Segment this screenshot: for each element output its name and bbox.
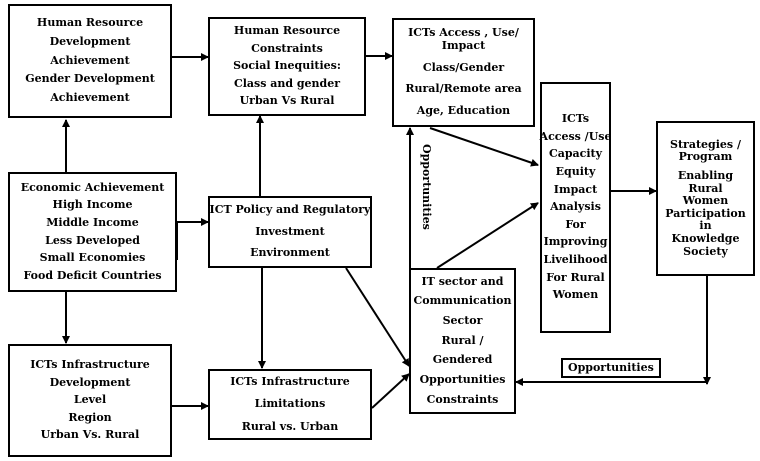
opportunities-tag: Opportunities (561, 358, 661, 378)
box-line: Sector (442, 314, 483, 328)
box-hr-constraints: Human Resource Constraints Social Inequi… (208, 17, 366, 116)
box-line: Gendered (432, 353, 493, 367)
box-line: Limitations (254, 397, 326, 411)
box-line: Communication (413, 294, 512, 308)
box-line: Livelihood (543, 253, 608, 267)
box-line: Development (49, 375, 131, 389)
box-line: ICTs (561, 111, 590, 125)
box-line: Food Deficit Countries (23, 268, 162, 282)
box-line: Participation (665, 206, 746, 220)
box-line: Enabling (677, 168, 734, 182)
box-line: Opportunities (419, 372, 506, 386)
box-line: Impact (441, 39, 486, 53)
box-line: Analysis (550, 200, 601, 214)
box-line: High Income (52, 198, 133, 212)
box-line: For Rural (546, 270, 605, 284)
arrow-infra-limits-to-it-sector (371, 373, 410, 409)
box-line: Gender Development (25, 72, 155, 86)
box-line: Level (73, 393, 107, 407)
box-icts-analysis: ICTs Access /Use Capacity Equity Impact … (540, 82, 611, 333)
box-line: Improving (543, 235, 608, 249)
box-line: Environment (250, 246, 330, 260)
box-line: Economic Achievement (20, 180, 165, 194)
box-line: Rural vs. Urban (241, 419, 339, 433)
box-line: Achievement (50, 90, 130, 104)
box-line: Society (683, 244, 728, 258)
box-line: Access /Use (539, 129, 612, 143)
box-line: Program (678, 150, 733, 164)
box-line: IT sector and (421, 274, 504, 288)
box-line: Class and gender (233, 76, 341, 90)
opportunities-vertical-label: Opportunities (420, 144, 433, 230)
box-line: Women (552, 288, 599, 302)
box-line: Achievement (50, 53, 130, 67)
box-line: Rural / (441, 333, 484, 347)
box-line: Rural/Remote area (405, 82, 522, 96)
box-line: Rural (688, 181, 723, 195)
box-ict-policy: ICT Policy and Regulatory Investment Env… (208, 196, 372, 268)
box-line: Small Economies (39, 251, 146, 265)
box-line: Class/Gender (422, 60, 505, 74)
box-line: Women (682, 194, 729, 208)
box-line: Equity (555, 164, 596, 178)
box-icts-infra-development: ICTs Infrastructure Development Level Re… (8, 344, 172, 457)
box-line: Human Resource (233, 23, 341, 37)
box-economic-achievement: Economic Achievement High Income Middle … (8, 172, 177, 292)
box-strategies: Strategies / Program Enabling Rural Wome… (656, 121, 755, 276)
box-line: Middle Income (46, 215, 139, 229)
arrow-economic-to-policy (176, 218, 209, 260)
arrow-icts-access-to-analysis (429, 127, 539, 167)
box-icts-infra-limitations: ICTs Infrastructure Limitations Rural vs… (208, 369, 372, 440)
box-line: Urban Vs Rural (239, 94, 335, 108)
box-line: ICT Policy and Regulatory (209, 203, 371, 217)
box-line: Region (68, 410, 112, 424)
box-line: ICTs Access , Use/ (408, 26, 519, 40)
box-line: Development (49, 35, 131, 49)
box-line: ICTs Infrastructure (30, 357, 150, 371)
box-line: Human Resource (36, 16, 144, 30)
box-line: Urban Vs. Rural (40, 428, 140, 442)
box-line: Constraints (251, 41, 323, 55)
box-line: Capacity (548, 147, 603, 161)
box-line: Age, Education (416, 103, 511, 117)
arrow-policy-to-it-sector (345, 267, 410, 367)
arrow-it-sector-to-analysis (436, 202, 539, 269)
box-line: Constraints (426, 392, 499, 406)
box-line: Strategies / (670, 137, 741, 151)
box-line: in (699, 219, 712, 233)
box-line: Impact (553, 182, 598, 196)
box-hr-development: Human Resource Development Achievement G… (8, 4, 172, 118)
box-line: Investment (255, 224, 325, 238)
box-it-sector: IT sector and Communication Sector Rural… (409, 268, 516, 414)
box-line: ICTs Infrastructure (230, 374, 350, 388)
box-line: Less Developed (45, 233, 140, 247)
box-line: Knowledge (671, 232, 740, 246)
box-line: For (565, 217, 586, 231)
box-icts-access-impact: ICTs Access , Use/ Impact Class/Gender R… (392, 18, 535, 127)
box-line: Social Inequities: (233, 59, 341, 73)
